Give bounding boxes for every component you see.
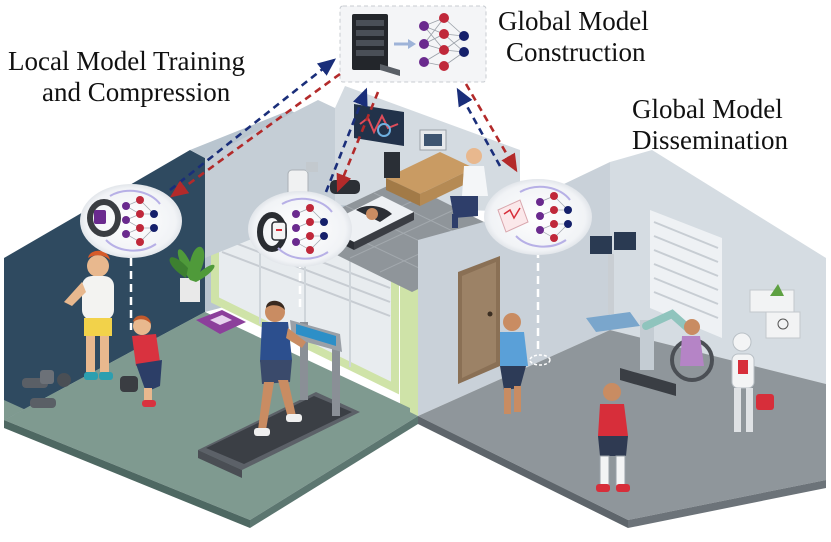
- door: [458, 256, 500, 384]
- smart-patch-icon: [497, 199, 529, 233]
- caption-local-line-2: and Compression: [42, 77, 231, 107]
- bathroom-scale: [196, 310, 246, 334]
- download-arrow-patch: [464, 83, 518, 173]
- left-floor-edge: [4, 420, 250, 528]
- smart-ring-icon: [87, 199, 121, 237]
- caption-dissemination-line-2: Dissemination: [632, 125, 788, 155]
- upload-arrows: [169, 58, 502, 193]
- doctor-person: [450, 148, 488, 228]
- left-room-floor-main: [4, 312, 418, 520]
- local-network-icon-3: [536, 192, 572, 242]
- caption-local-line-1: Local Model Training: [8, 46, 245, 76]
- local-network-icon-1: [122, 196, 158, 246]
- treadmill: [198, 320, 360, 478]
- wall-shelf: [749, 284, 801, 339]
- server-icon: [352, 14, 400, 76]
- dumbbells: [22, 370, 71, 408]
- bubble-smart-patch: [484, 179, 592, 255]
- right-floor-edge: [418, 416, 628, 528]
- rehab-robot: [620, 309, 714, 396]
- download-arrow-ring: [169, 72, 341, 198]
- runner-person: [254, 300, 306, 436]
- potted-plant: [169, 246, 215, 302]
- trainer-person: [64, 250, 114, 380]
- right-window-blinds: [650, 210, 722, 338]
- upload-arrow-patch-return: [456, 87, 502, 167]
- caption-dissemination-line-1: Global Model: [632, 94, 783, 124]
- walking-person: [500, 313, 551, 414]
- caption-global-construction: Global Model Construction: [498, 6, 649, 68]
- doctor-desk: [384, 129, 474, 206]
- caption-local-training: Local Model Training and Compression: [8, 46, 245, 108]
- center-room-left-wall: [205, 100, 335, 258]
- upload-arrow-ring: [169, 58, 337, 192]
- medical-robot: [731, 332, 774, 432]
- right-floor-edge-right: [628, 480, 826, 528]
- monitor-stand: [586, 232, 640, 332]
- local-network-icon-2: [292, 204, 328, 254]
- global-network-icon: [419, 13, 469, 71]
- download-arrows: [169, 72, 518, 198]
- download-arrow-band: [336, 91, 380, 193]
- upload-arrow-band: [324, 87, 368, 193]
- bubble-smart-ring: [80, 184, 182, 258]
- device-links: [129, 250, 540, 350]
- caption-construction-line-1: Global Model: [498, 6, 649, 36]
- server-arrow-icon: [394, 39, 416, 49]
- exoskeleton-person: [596, 383, 630, 492]
- caption-construction-line-2: Construction: [506, 37, 646, 67]
- caption-global-dissemination: Global Model Dissemination: [632, 94, 788, 156]
- bubble-smart-band: [248, 191, 352, 267]
- woman-exercising: [120, 315, 162, 407]
- global-server-panel: [339, 5, 487, 83]
- smart-band-icon: [257, 212, 287, 252]
- left-floor-edge-right: [250, 416, 418, 528]
